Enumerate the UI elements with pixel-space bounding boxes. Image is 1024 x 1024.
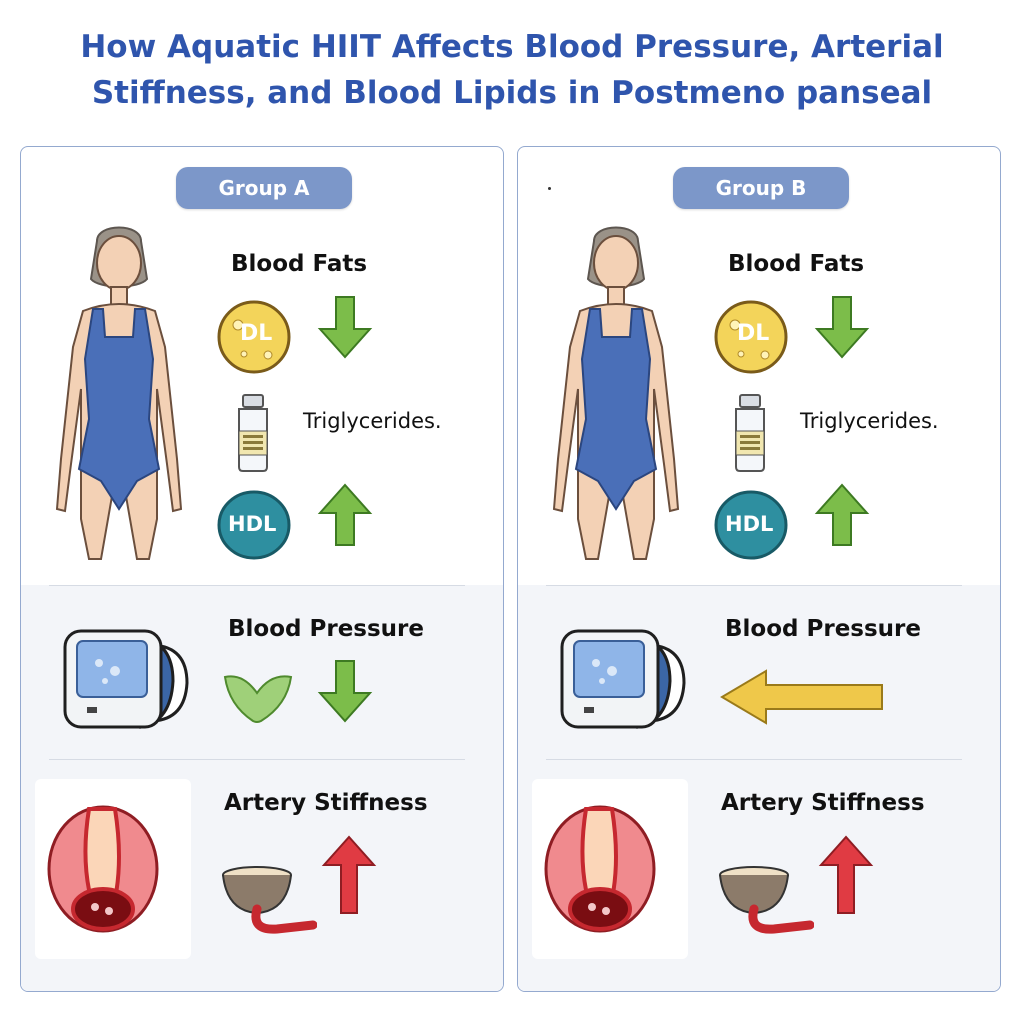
speck bbox=[548, 187, 551, 190]
artery-icon bbox=[47, 805, 159, 933]
section-divider bbox=[546, 585, 962, 586]
blood-pressure-heading: Blood Pressure bbox=[228, 616, 424, 642]
blood-pressure-monitor-icon bbox=[63, 629, 189, 729]
hdl-icon: HDL bbox=[216, 489, 292, 561]
title-line-2: Stiffness, and Blood Lipids in Postmeno … bbox=[91, 75, 933, 111]
arrow-up-icon bbox=[317, 483, 373, 546]
ldl-icon: DL bbox=[216, 299, 292, 375]
triglycerides-label: Triglycerides. bbox=[800, 409, 939, 433]
artery-card bbox=[532, 779, 688, 959]
group-label: Group A bbox=[176, 167, 352, 209]
bowl-icon bbox=[222, 866, 317, 934]
hdl-label: HDL bbox=[228, 512, 277, 536]
arrow-up-icon bbox=[818, 835, 874, 914]
group-a-panel: Group A Blood Fats DL Triglycerides. bbox=[20, 146, 504, 992]
arrow-up-icon bbox=[321, 835, 377, 914]
blood-fats-heading: Blood Fats bbox=[728, 251, 865, 277]
woman-figure-icon bbox=[55, 226, 183, 560]
hdl-label: HDL bbox=[725, 512, 774, 536]
arrow-down-icon bbox=[317, 660, 373, 723]
triglycerides-vial-icon bbox=[735, 394, 765, 472]
hdl-icon: HDL bbox=[713, 489, 789, 561]
triglycerides-vial-icon bbox=[238, 394, 268, 472]
title-line-1: How Aquatic HIIT Affects Blood Pressure,… bbox=[80, 29, 944, 65]
ldl-icon: DL bbox=[713, 299, 789, 375]
blood-fats-heading: Blood Fats bbox=[231, 251, 368, 277]
arrow-up-icon bbox=[814, 483, 870, 546]
section-divider bbox=[49, 759, 465, 760]
ldl-label: DL bbox=[737, 321, 770, 346]
artery-stiffness-heading: Artery Stiffness bbox=[224, 790, 428, 816]
artery-card bbox=[35, 779, 191, 959]
arrow-down-icon bbox=[317, 296, 373, 359]
artery-icon bbox=[544, 805, 656, 933]
arrow-left-icon bbox=[720, 669, 883, 725]
blood-pressure-monitor-icon bbox=[560, 629, 686, 729]
group-label: Group B bbox=[673, 167, 849, 209]
arrow-down-icon bbox=[814, 296, 870, 359]
section-divider bbox=[546, 759, 962, 760]
section-divider bbox=[49, 585, 465, 586]
group-b-panel: Group B Blood Fats DL Triglycerides. HDL bbox=[517, 146, 1001, 992]
page-title: How Aquatic HIIT Affects Blood Pressure,… bbox=[0, 24, 1024, 116]
woman-figure-icon bbox=[552, 226, 680, 560]
blood-pressure-heading: Blood Pressure bbox=[725, 616, 921, 642]
bowl-icon bbox=[719, 866, 814, 934]
triglycerides-label: Triglycerides. bbox=[303, 409, 442, 433]
artery-stiffness-heading: Artery Stiffness bbox=[721, 790, 925, 816]
ldl-label: DL bbox=[240, 321, 273, 346]
leaf-icon bbox=[223, 675, 293, 723]
